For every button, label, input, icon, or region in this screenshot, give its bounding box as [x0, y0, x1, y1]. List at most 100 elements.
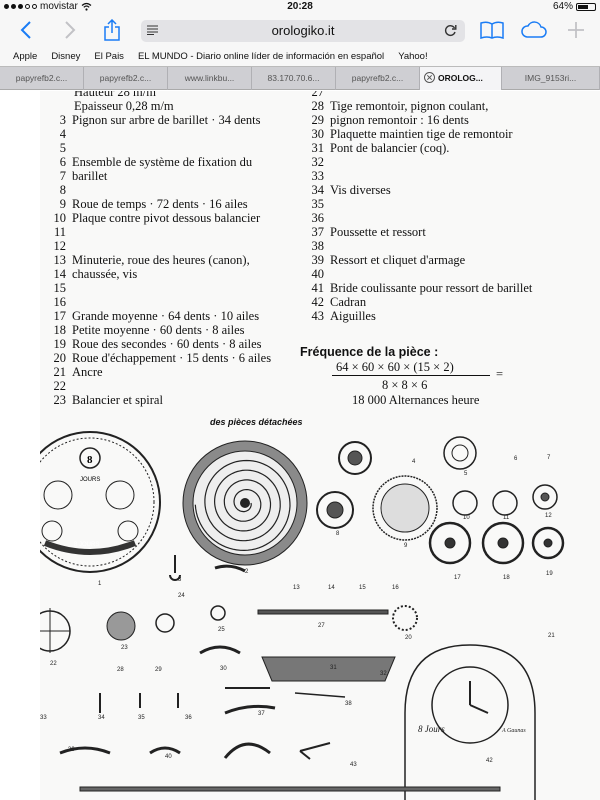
part-number-label: 28: [117, 667, 124, 673]
tab-papyrefb2-1[interactable]: papyrefb2.c...: [0, 67, 84, 90]
item-number: 7: [59, 169, 66, 183]
forward-button[interactable]: [56, 16, 84, 44]
tab-papyrefb2-2[interactable]: papyrefb2.c...: [84, 67, 168, 90]
tab-orologiko[interactable]: OROLOG...: [420, 67, 502, 90]
battery-status: 64%: [553, 1, 596, 12]
item-description: Plaquette maintien tige de remontoir: [330, 127, 513, 141]
part-number-label: 34: [98, 715, 105, 721]
tab-linkbu[interactable]: www.linkbu...: [168, 67, 252, 90]
clock-time: 20:28: [287, 1, 313, 12]
reader-icon[interactable]: [147, 25, 158, 35]
item-number: 43: [311, 309, 325, 323]
status-bar: movistar 20:28 64%: [0, 0, 600, 14]
book-icon: [480, 21, 504, 39]
back-button[interactable]: [12, 16, 40, 44]
item-description: Ancre: [72, 365, 103, 379]
thickness-line: Epaisseur 0,28 m/m: [74, 99, 174, 113]
tab-bar: papyrefb2.c... papyrefb2.c... www.linkbu…: [0, 66, 600, 90]
mainspring-illustration: [182, 440, 308, 566]
address-bar[interactable]: orologiko.it: [141, 20, 465, 42]
chevron-right-icon: [65, 21, 76, 39]
item-number: 42: [311, 295, 325, 309]
item-number: 34: [311, 183, 325, 197]
part-number-label: 30: [220, 666, 227, 672]
bookmark-apple[interactable]: Apple: [13, 50, 38, 62]
part-number-label: 2: [245, 569, 249, 575]
part-number-label: 5: [464, 471, 468, 477]
plus-icon: [568, 22, 584, 38]
item-number: 13: [53, 253, 67, 267]
signal-icon: [4, 4, 37, 9]
reload-icon[interactable]: [444, 24, 457, 37]
part-number-label: 4: [412, 459, 416, 465]
tab-papyrefb2-3[interactable]: papyrefb2.c...: [336, 67, 420, 90]
dial-8-jours: 8 JOURS: [74, 542, 99, 548]
part-number-label: 13: [293, 585, 300, 591]
item-number: 37: [311, 225, 325, 239]
item-number: 15: [53, 281, 67, 295]
item-description: Aiguilles: [330, 309, 376, 323]
new-tab-button[interactable]: [562, 16, 590, 44]
part-number-label: 27: [318, 623, 325, 629]
item-number: 17: [53, 309, 67, 323]
part-number-label: 33: [40, 715, 47, 721]
item-number: 32: [311, 155, 325, 169]
item-number: 35: [311, 197, 325, 211]
dial-jours: JOURS: [80, 477, 100, 483]
item-number: 20: [53, 351, 67, 365]
item-number: 29: [311, 113, 325, 127]
part-number-label: 15: [359, 585, 366, 591]
item-number: 9: [59, 197, 66, 211]
item-number: 8: [59, 183, 66, 197]
item-description: Roue de temps · 72 dents · 16 ailes: [72, 197, 248, 211]
chevron-left-icon: [20, 21, 31, 39]
battery-percent: 64%: [552, 1, 573, 12]
bookmark-yahoo[interactable]: Yahoo!: [398, 50, 428, 62]
icloud-tabs-button[interactable]: [520, 16, 548, 44]
part-number-label: 43: [350, 762, 357, 768]
tab-img-9153[interactable]: IMG_9153ri...: [502, 67, 600, 90]
item-number: 5: [59, 141, 66, 155]
item-description: barillet: [72, 169, 108, 183]
item-description: Minuterie, roue des heures (canon),: [72, 253, 250, 267]
bookmark-disney[interactable]: Disney: [51, 50, 81, 62]
part-number-label: 9: [404, 543, 408, 549]
item-number: 27: [311, 91, 325, 99]
item-number: 40: [311, 267, 325, 281]
url-text[interactable]: orologiko.it: [271, 23, 335, 38]
part-number-label: 14: [328, 585, 335, 591]
barrel-plate-illustration: [40, 431, 161, 573]
formula-equals: =: [496, 367, 504, 381]
part-number-label: 24: [178, 593, 185, 599]
part-number-label: 18: [503, 575, 510, 581]
part-number-label: 42: [486, 758, 493, 764]
bookmark-el-pais[interactable]: El Pais: [94, 50, 124, 62]
parts-diagram: des pièces détachées 8 JOURS 8 JOURS: [40, 413, 600, 800]
share-button[interactable]: [98, 16, 126, 44]
item-number: 22: [53, 379, 67, 393]
item-description: pignon remontoir : 16 dents: [330, 113, 469, 127]
tab-ip-address[interactable]: 83.170.70.6...: [252, 67, 336, 90]
height-line: Hauteur 28 m/m: [74, 91, 156, 99]
item-number: 21: [53, 365, 67, 379]
item-number: 12: [53, 239, 67, 253]
part-number-label: 17: [454, 575, 461, 581]
item-number: 18: [53, 323, 67, 337]
item-description: Bride coulissante pour ressort de barill…: [330, 281, 533, 295]
bookmarks-bar: Apple Disney El Pais EL MUNDO - Diario o…: [0, 46, 600, 66]
bookmarks-button[interactable]: [478, 16, 506, 44]
wifi-icon: [81, 2, 92, 11]
part-number-label: 10: [463, 515, 470, 521]
item-number: 4: [59, 127, 66, 141]
bookmark-el-mundo[interactable]: EL MUNDO - Diario online líder de inform…: [137, 50, 385, 62]
item-number: 10: [53, 211, 67, 225]
part-number-label: 8: [336, 531, 340, 537]
part-number-label: 19: [546, 571, 553, 577]
item-description: Vis diverses: [330, 183, 391, 197]
dial-8: 8: [87, 454, 93, 466]
part-number-label: 6: [514, 456, 518, 462]
close-tab-icon[interactable]: [424, 72, 435, 83]
part-number-label: 39: [68, 747, 75, 753]
cloud-icon: [521, 21, 547, 38]
item-description: Petite moyenne · 60 dents · 8 ailes: [72, 323, 245, 337]
